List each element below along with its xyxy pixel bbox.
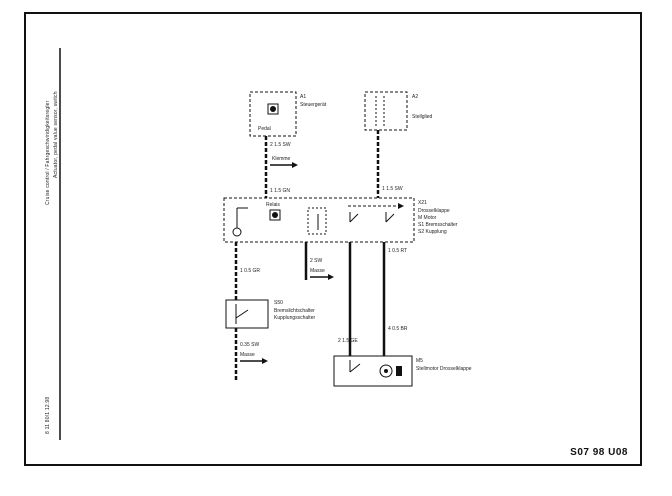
component-m5-ref: M5	[416, 358, 423, 364]
component-a2-desc: Stellglied	[412, 114, 433, 120]
component-a2-ref: A2	[412, 94, 418, 100]
wire-label-motor-left: 2 1.5 GE	[338, 338, 358, 344]
arrow-icon	[398, 203, 404, 209]
component-a1-desc: Steuergerät	[300, 102, 327, 108]
motor-center-icon	[384, 369, 388, 373]
wire-label-motor-right: 4 0.5 BR	[388, 326, 408, 332]
component-m5-desc: Stellmotor Drosselklappe	[416, 366, 472, 372]
wire-label-mid: 2 SW	[310, 258, 323, 264]
relay-dot-icon	[272, 212, 278, 218]
wire-label-top-right: 1 1.5 SW	[382, 186, 403, 192]
component-box-a1	[249, 91, 297, 137]
motor-housing-icon	[396, 366, 402, 376]
diagram-frame	[24, 12, 642, 466]
wire-label-mid-arrow: Masse	[310, 268, 325, 274]
wire-label-left: 1 0.5 GR	[240, 268, 260, 274]
sensor-icon	[267, 103, 279, 115]
relay-icon	[269, 209, 281, 221]
wire-label-switch-arrow: Masse	[240, 352, 255, 358]
component-x21-inner: Relais	[266, 202, 280, 208]
component-s50-ref: S50	[274, 300, 283, 306]
switch-contact-icon	[349, 363, 361, 373]
wire-label-switch-bottom: 0.35 SW	[240, 342, 259, 348]
arrow-icon	[292, 162, 298, 168]
component-x21-desc3: S1 Bremsschalter	[418, 222, 458, 228]
component-x21-desc1: Drosselklappe	[418, 208, 450, 214]
component-s50-desc1: Bremslichtschalter	[274, 308, 315, 314]
component-s50-desc2: Kupplungsschalter	[274, 315, 315, 321]
switch-contact-icon	[349, 213, 359, 223]
arrow-icon	[328, 274, 334, 280]
component-a1-ref: A1	[300, 94, 306, 100]
terminal-icon	[232, 227, 242, 237]
component-a1-inner: Pedal	[258, 126, 271, 132]
component-box-m5	[333, 355, 413, 387]
switch-contact-icon	[385, 213, 395, 223]
arrow-icon	[262, 358, 268, 364]
component-x21-desc2: M Motor	[418, 215, 437, 221]
wire-label-right: 1 0.5 RT	[388, 248, 407, 254]
inner-switch-box	[307, 207, 327, 235]
component-box-x21	[223, 197, 415, 243]
wire-label-mid-a: 1 1.5 GN	[270, 188, 290, 194]
component-box-s50	[225, 299, 269, 329]
component-x21-desc4: S2 Kupplung	[418, 229, 447, 235]
component-x21-ref: X21	[418, 200, 427, 206]
drawing-code: S07 98 U08	[570, 447, 628, 458]
switch-contact-icon	[235, 309, 249, 319]
wire-label-top-left: 2 1.5 SW	[270, 142, 291, 148]
sensor-dot-icon	[270, 106, 276, 112]
motor-icon	[379, 364, 393, 378]
component-box-a2	[364, 91, 408, 131]
wire-label-top-left-arrow: Klemme	[272, 156, 291, 162]
